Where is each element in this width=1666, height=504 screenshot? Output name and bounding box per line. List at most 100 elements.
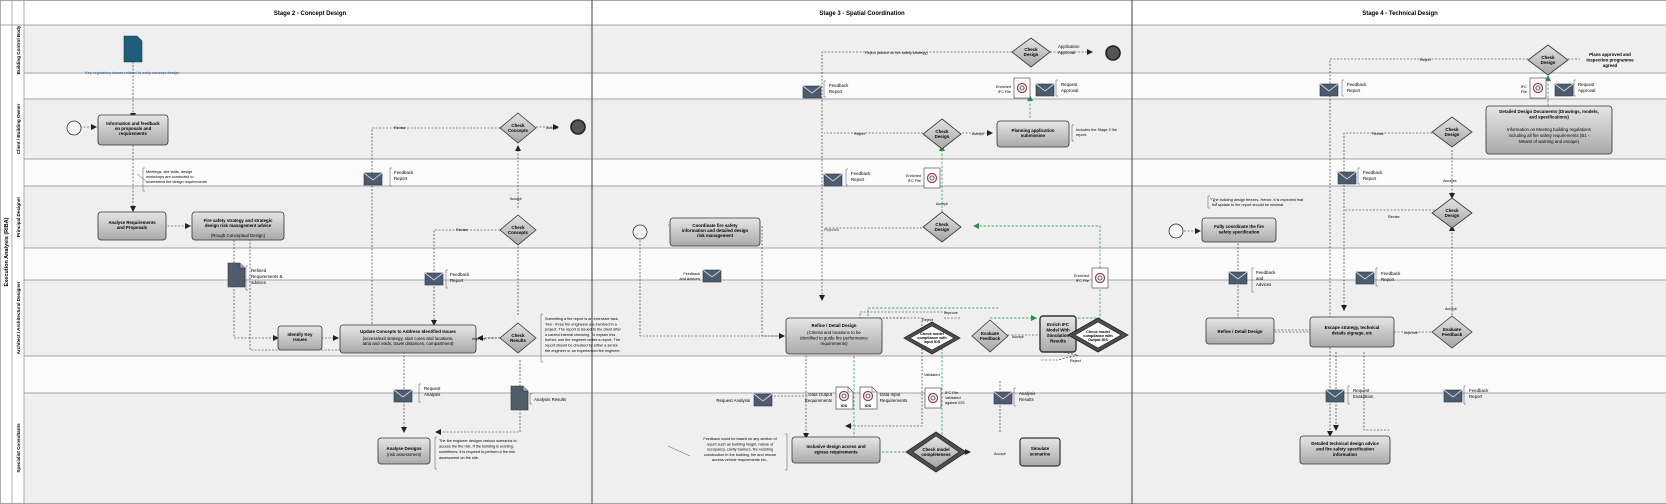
task-fire-strategy-l2: design risk management advice	[205, 223, 272, 228]
stage4-start-event[interactable]	[1168, 223, 1184, 239]
task-s3-refine-sub-l2: identified to guide fire performance	[800, 336, 868, 341]
gw-cc-pd-l1: Check	[511, 225, 525, 230]
stage2-accept-client: Accept	[546, 125, 559, 130]
lane-label-building-control: Building Control Body	[16, 25, 21, 74]
scenario-note-l4: assessment on the site.	[439, 456, 479, 460]
feedback-note-l4: construction in the building, fire and r…	[704, 453, 776, 457]
stage3-request-analysis-envelope	[753, 393, 773, 407]
task-refine-detail-design-s3[interactable]: Refine / Detail Design (Criteria and loc…	[785, 317, 883, 355]
task-s3-coord-l3: risk management	[697, 233, 734, 238]
planning-note-l1: Includes the Stage 3 fire	[1076, 128, 1117, 132]
meetings-note-l1: Meetings, site visits, design	[146, 170, 192, 174]
ids-label-output: IDS	[841, 404, 848, 408]
s4-fb-bcb-l2: Report	[1347, 88, 1361, 93]
s3-req-approval-l1: Request	[1061, 82, 1078, 87]
stage3-start-event[interactable]	[632, 224, 648, 240]
stage4-feedback-envelope-bcb	[1319, 83, 1339, 97]
s4-req-approval-l1: Request	[1578, 82, 1595, 87]
stage4-revise-pd: Revise	[1388, 215, 1400, 219]
task-identify-l1: Identify Key	[288, 332, 313, 337]
task-refine-detail-design-s4[interactable]: Refine / Detail Design	[1205, 317, 1275, 345]
gw-s3-bcb-l2: Design	[1024, 52, 1039, 57]
task-enrich-l3: Simulation	[1047, 333, 1070, 338]
data-output-l1: Data Output	[808, 392, 832, 397]
stage4-accept-arch: Accept	[1445, 307, 1458, 311]
stage2-start-event[interactable]	[66, 120, 82, 136]
refined-doc-l3: advices	[251, 280, 267, 285]
meetings-note-l2: workshops are conducted to	[146, 175, 194, 179]
task-analyse-designs[interactable]: Analyse Designs (risk assessment)	[377, 437, 431, 465]
stage3-validated: Validated	[924, 373, 940, 377]
scenario-note-l2: access the fire risk. If the building is…	[439, 445, 514, 449]
stage2-end-event[interactable]	[570, 119, 586, 135]
stage3-reject-output: Reject	[1070, 359, 1082, 363]
task-detailed-design-documents[interactable]: Detailed Design Documents (Drawings, mod…	[1485, 105, 1613, 155]
stage4-reject: Reject	[1420, 58, 1432, 62]
s4-fb-arch-l2: Report	[1469, 394, 1483, 399]
stage3-end-event[interactable]	[1105, 45, 1121, 61]
ifc-validated-l1: IFC File	[945, 391, 958, 395]
stage2-accept-pd: Accept	[510, 197, 523, 201]
s4-fb-adv-l3: Advices	[1256, 282, 1272, 287]
task-planning-l2: submission	[1021, 133, 1046, 138]
ifc-validated-doc-icon	[924, 387, 942, 409]
task-s3-refine-title: Refine / Detail Design	[812, 323, 857, 328]
stage2-req-analysis-l1: Request	[424, 386, 441, 391]
s4-ifc-l2: File	[1521, 90, 1527, 94]
s3-enriched-ifc3-l2: IFC File	[1076, 279, 1089, 283]
stage4-feedback-envelope-client	[1337, 171, 1357, 185]
gw-cc-client-l1: Check	[511, 123, 525, 128]
s3-req-approval-l2: Approval	[1061, 88, 1078, 93]
data-output-l2: Requirements	[805, 398, 833, 403]
task-update-concepts[interactable]: Update Concepts to Address Identified Is…	[339, 324, 477, 354]
scenario-note-l1: The fire engineer designs various scenar…	[439, 439, 517, 443]
task-simulate-l1: Simulate	[1031, 446, 1050, 451]
gw-s3-pd-l1: Check	[935, 222, 949, 227]
stage3-improve: Improve	[944, 311, 958, 315]
task-enrich-l1: Enrich IFC	[1047, 322, 1070, 327]
gw-cc-client-l2: Concepts	[508, 128, 529, 133]
s4-req-eval-l2: Evaluation	[1353, 394, 1374, 399]
s4-fb-adv-l1: Feedback	[1256, 270, 1276, 275]
